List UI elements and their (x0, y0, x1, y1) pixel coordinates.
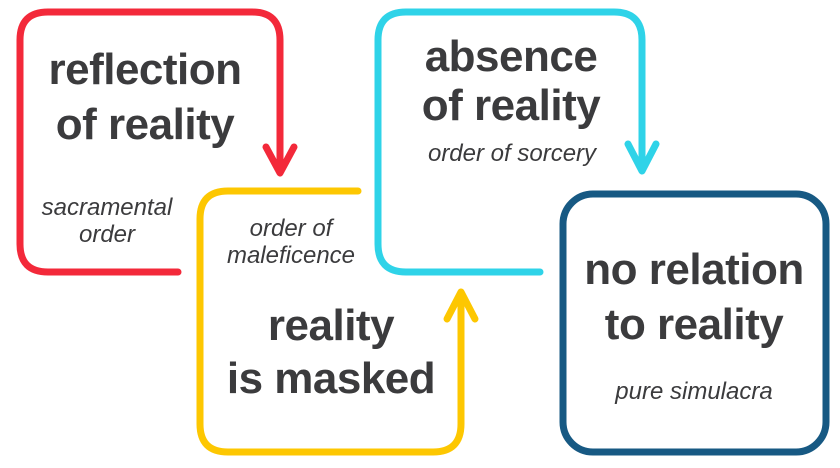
stage1-border (16, 8, 284, 276)
stage3-subtitle: order of sorcery (427, 140, 597, 167)
stage4-title: no relation to reality (584, 245, 804, 349)
stage4-subtitle: pure simulacra (615, 378, 773, 405)
stage3-title: absence of reality (421, 32, 601, 130)
stage2-title: reality is masked (226, 301, 436, 403)
arrow-2-to-3-icon (443, 288, 479, 323)
arrow-1-to-2-icon (262, 143, 298, 177)
arrow-3-to-4-icon (624, 140, 660, 175)
stage2-border (196, 187, 465, 456)
stage4-border (559, 190, 830, 456)
stage1-subtitle: sacramental order (41, 194, 173, 248)
stage3-border (374, 8, 646, 276)
stage2-subtitle: order of maleficence (226, 215, 356, 269)
stage1-title: reflection of reality (48, 45, 242, 149)
